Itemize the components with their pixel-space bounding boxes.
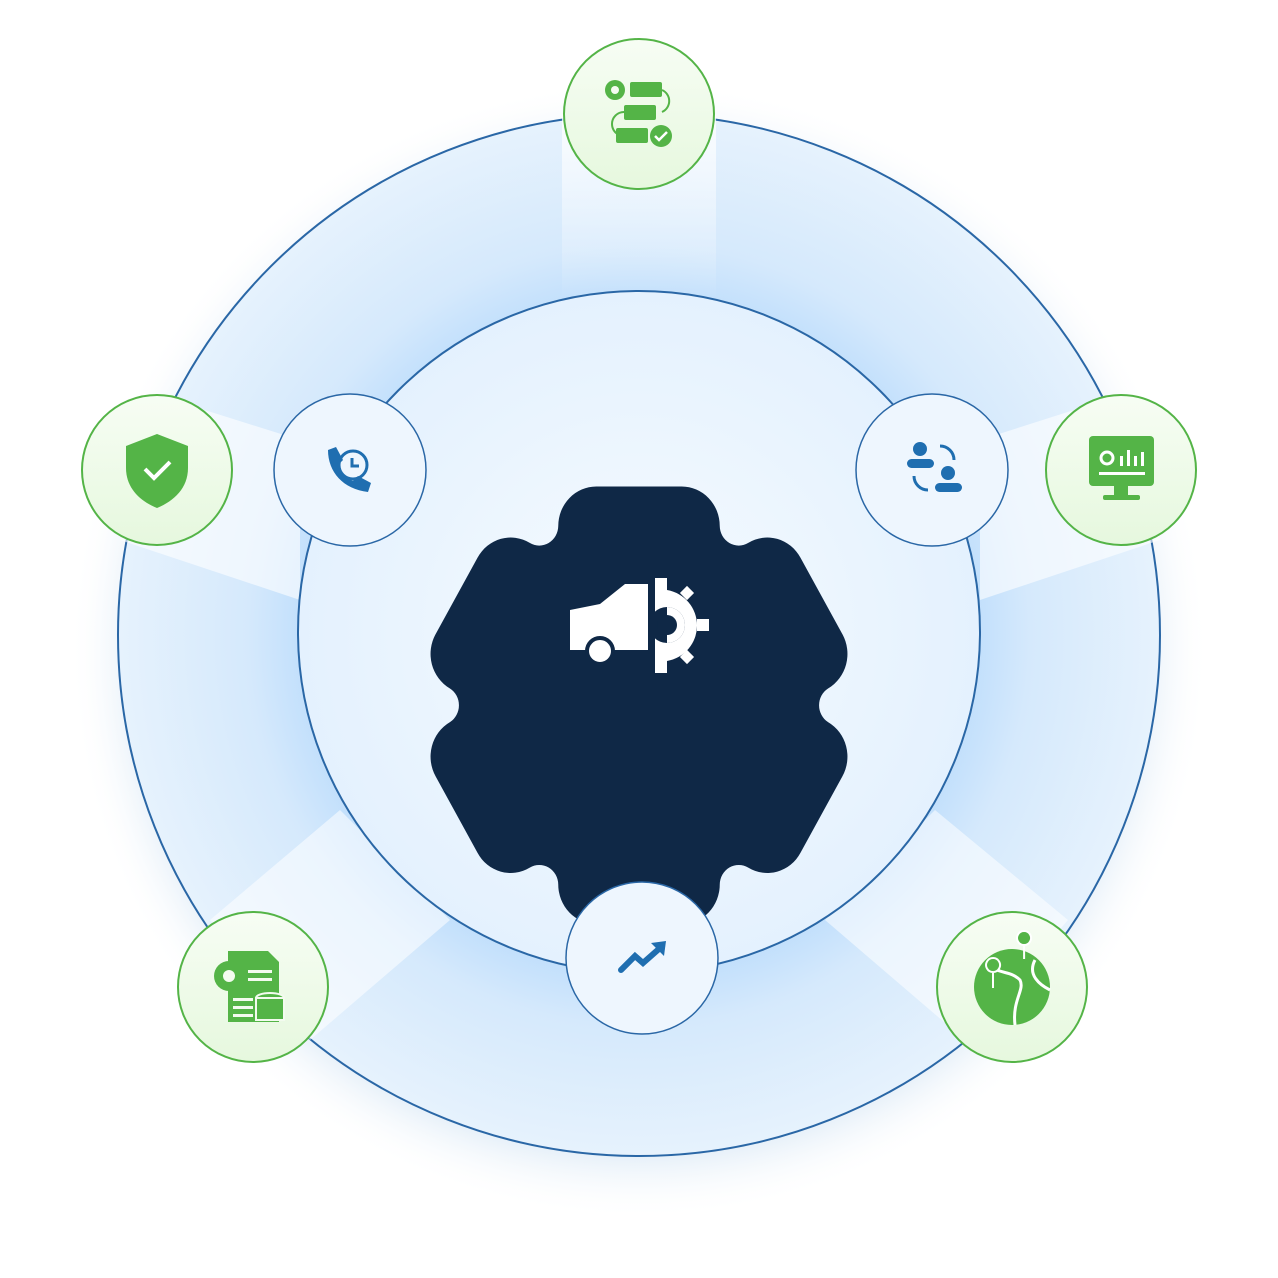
outer-node-document-database[interactable]: [177, 911, 329, 1063]
monitor-analytics-icon: [1089, 436, 1154, 500]
outer-node-monitor[interactable]: [1045, 394, 1197, 546]
shield-check-icon: [126, 434, 188, 508]
outer-node-security[interactable]: [81, 394, 233, 546]
user-exchange-icon: [907, 442, 962, 492]
phone-clock-icon: [328, 447, 371, 492]
globe-location-icon: [974, 930, 1051, 1026]
inner-node-users[interactable]: [855, 393, 1009, 547]
car-gear-icon: [570, 578, 709, 673]
inner-node-trend[interactable]: [565, 881, 719, 1035]
center-gear: [430, 486, 848, 925]
document-database-settings-icon: [214, 951, 285, 1022]
trend-up-icon: [618, 941, 666, 973]
outer-node-globe[interactable]: [936, 911, 1088, 1063]
outer-node-workflow[interactable]: [563, 38, 715, 190]
workflow-automation-icon: [605, 80, 672, 147]
inner-node-phone[interactable]: [273, 393, 427, 547]
